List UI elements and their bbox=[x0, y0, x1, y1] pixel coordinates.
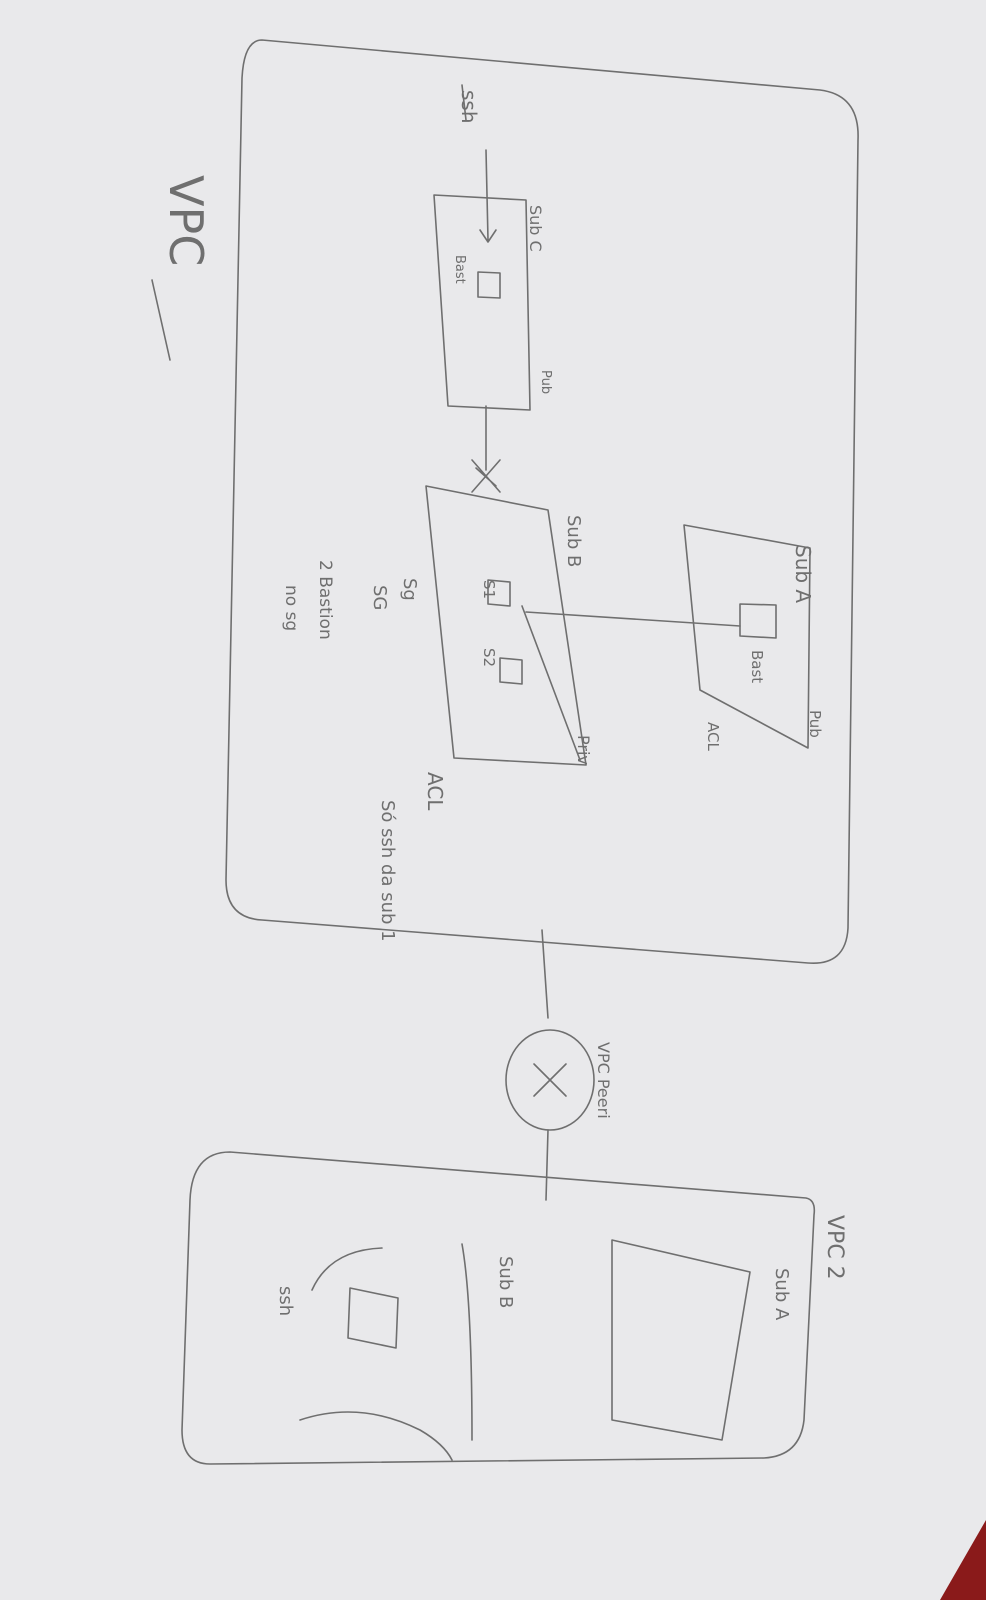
sub-a-bastion-square bbox=[739, 603, 777, 639]
vpc-peering-x bbox=[533, 1063, 567, 1097]
sub-a-box bbox=[683, 524, 811, 749]
vpc-to-peering-line bbox=[541, 929, 549, 1019]
sub-c-bast-label: Bast bbox=[452, 255, 467, 284]
sub-c-box bbox=[433, 194, 531, 411]
vpc2-sub-b-curve bbox=[299, 1411, 453, 1461]
sub-b-priv-label: Priv bbox=[574, 735, 593, 765]
ssh-in-label: ssh bbox=[457, 90, 481, 124]
sub-c-pub-label: Pub bbox=[538, 370, 553, 394]
ssh-arrow bbox=[479, 149, 497, 243]
ssh-underline bbox=[461, 84, 467, 121]
sg-label: Sg bbox=[399, 578, 420, 601]
vpc2-ssh-label: ssh bbox=[275, 1286, 296, 1316]
vpc-title: VPC bbox=[159, 175, 213, 266]
blocked-x-mark bbox=[471, 459, 501, 493]
vpc-boundary bbox=[225, 39, 859, 964]
acl-label: ACL bbox=[423, 772, 447, 811]
peering-to-vpc2-line bbox=[545, 1129, 549, 1201]
vpc2-sub-b-arc bbox=[311, 1247, 383, 1291]
sub-a-acl-label: ACL bbox=[704, 722, 722, 751]
sub-b-s2-label: S2 bbox=[480, 648, 498, 667]
vpc2-title: VPC 2 bbox=[822, 1215, 847, 1280]
sub-b-s2-square bbox=[499, 657, 523, 685]
sub-a-bast-label: Bast bbox=[748, 650, 766, 683]
sub-b-s1-square bbox=[487, 579, 511, 607]
vpc2-sub-b-divider bbox=[461, 1243, 473, 1441]
vpc2-sub-a-box bbox=[611, 1239, 751, 1441]
sub-a-label: Sub A bbox=[791, 545, 815, 603]
sub-a-pub-label: Pub bbox=[806, 710, 824, 738]
vpc2-boundary bbox=[181, 1151, 816, 1465]
vpc-peering-circle bbox=[505, 1029, 595, 1131]
no-sg-note: no sg bbox=[281, 585, 301, 631]
bastion-note: 2 Bastion bbox=[315, 560, 335, 640]
sub-b-label: Sub B bbox=[563, 515, 584, 567]
vpc2-sub-b-label: Sub B bbox=[495, 1256, 516, 1308]
sub-b-s1-label: S1 bbox=[480, 580, 498, 599]
sub-c-bastion-square bbox=[477, 271, 501, 299]
vpc2-instance-square bbox=[347, 1287, 399, 1349]
so-ssh-note: Só ssh da sub 1 bbox=[377, 800, 398, 942]
sub-b-box bbox=[425, 485, 587, 766]
sub-b-sub-a-connection bbox=[521, 605, 741, 761]
vpc2-sub-a-label: Sub A bbox=[771, 1268, 792, 1321]
vpc-peering-label: VPC Peeri bbox=[594, 1042, 613, 1119]
vpc-title-underline bbox=[151, 279, 171, 361]
sub-c-label: Sub C bbox=[526, 205, 545, 252]
sg-note: SG bbox=[369, 585, 390, 610]
